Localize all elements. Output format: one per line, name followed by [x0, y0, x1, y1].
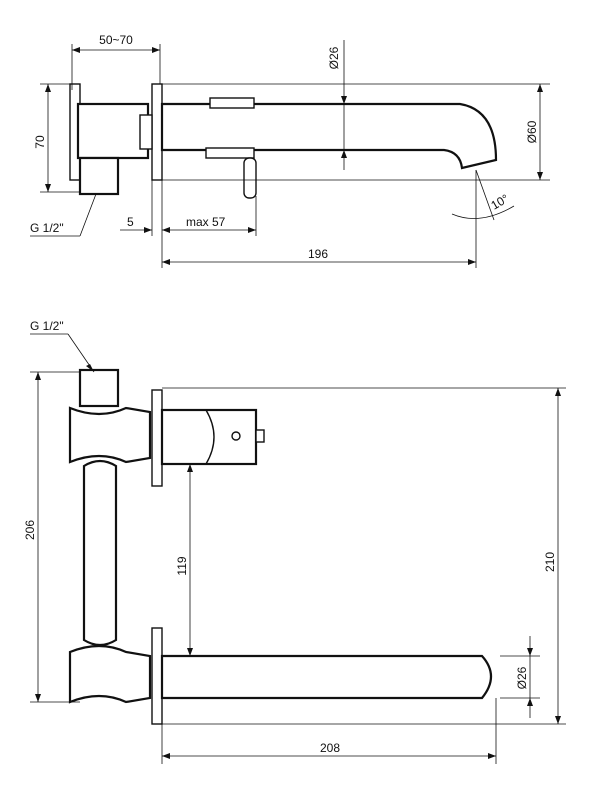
lever-base [205, 147, 255, 159]
dim-206: 206 [23, 520, 37, 540]
dim-119: 119 [175, 556, 189, 575]
dim-208: 208 [320, 741, 340, 755]
wall-plate [151, 83, 163, 181]
upper-plate [151, 389, 163, 487]
lower-body [68, 644, 152, 704]
dim-d26-side: Ø26 [327, 46, 341, 69]
dim-max57: max 57 [186, 215, 226, 229]
inlet-top [78, 368, 120, 408]
dim-196: 196 [308, 247, 328, 261]
body-nut [139, 114, 153, 150]
dim-g12-plan: G 1/2" [30, 319, 64, 333]
spout-plan [160, 654, 493, 700]
valve-body [76, 102, 150, 160]
dim-70: 70 [33, 135, 47, 149]
lever-pivot [231, 431, 241, 441]
lever-top [209, 97, 255, 109]
dim-d26-plan: Ø26 [515, 666, 529, 689]
dim-g12-side: G 1/2" [30, 221, 64, 235]
lever-handle [243, 157, 257, 199]
cartridge-curve [205, 409, 215, 465]
lower-plate [151, 627, 163, 725]
plan-view [30, 333, 566, 764]
lever-stub [255, 429, 265, 443]
dim-210: 210 [543, 552, 557, 572]
cartridge [160, 408, 258, 466]
spout [160, 102, 498, 170]
inlet-stub [78, 156, 120, 196]
riser-pipe [82, 459, 118, 647]
upper-body [68, 406, 152, 464]
side-view [30, 40, 550, 268]
dim-d60: Ø60 [525, 120, 539, 143]
dim-50-70: 50~70 [99, 33, 133, 47]
dim-5: 5 [127, 215, 134, 229]
